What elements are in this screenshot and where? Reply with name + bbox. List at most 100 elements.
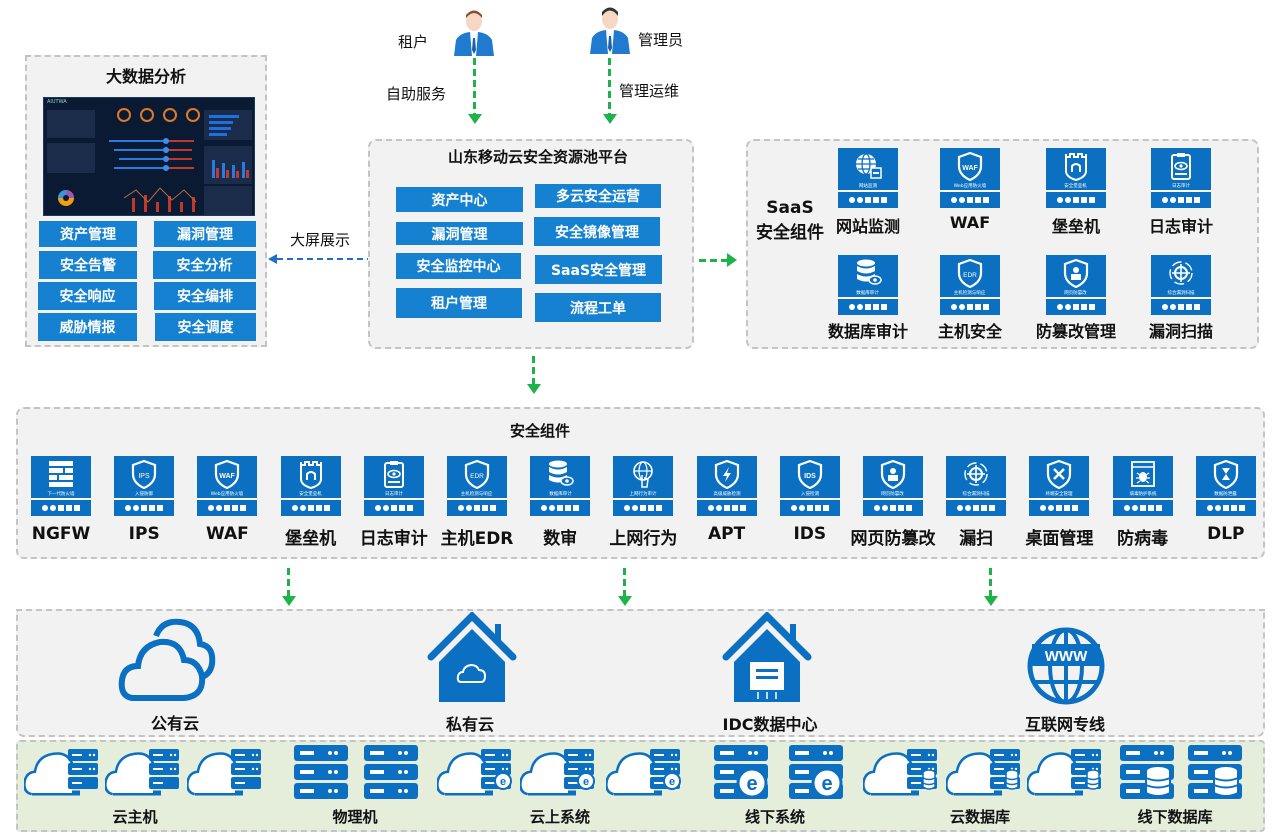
asset-label-cloud-host: 云主机 xyxy=(112,808,158,826)
big-screen-arrow-head xyxy=(268,254,277,264)
saas-tile-2[interactable]: 安全堡垒机 xyxy=(1046,148,1106,208)
cloud-database-icon xyxy=(945,743,1026,805)
saas-item-label: 主机安全 xyxy=(937,322,1002,341)
component-label: 主机EDR xyxy=(440,529,514,549)
tamper-shield-icon xyxy=(880,459,906,489)
comp-tile-14[interactable]: 数据防泄露 xyxy=(1195,456,1256,516)
comp-tile-9[interactable]: IDS 入侵检测 xyxy=(779,456,840,516)
comp-tile-top: 日志审计 xyxy=(364,456,424,498)
asset-label-physical: 物理机 xyxy=(332,808,378,826)
tile-indicator-dots xyxy=(863,502,923,514)
comp-tile-13[interactable]: 病毒防护系统 xyxy=(1112,456,1173,516)
saas-tile-1[interactable]: WAF Web应用防火墙 xyxy=(940,148,1000,208)
comp-tile-4[interactable]: 日志审计 xyxy=(363,456,424,516)
tile-separator xyxy=(696,498,757,500)
saas-tile-5[interactable]: EDR 主机检测与响应 xyxy=(940,255,1000,315)
tile-separator xyxy=(1151,190,1211,192)
comp-tile-1[interactable]: IPS 入侵防御 xyxy=(114,456,175,516)
comp-tile-top: 安全堡垒机 xyxy=(281,456,341,498)
comp-tile-12[interactable]: 终端安全管理 xyxy=(1029,456,1090,516)
platform-to-components-arrow-line xyxy=(532,356,535,384)
saas-tile-subtitle: 日志审计 xyxy=(1171,183,1190,189)
comp-tile-6[interactable]: 数据库审计 xyxy=(530,456,591,516)
tile-indicator-dots xyxy=(697,502,757,514)
comp-tile-0[interactable]: 下一代防火墙 xyxy=(31,456,91,516)
tile-indicator-dots xyxy=(838,194,898,206)
bd-btn-vuln[interactable]: 漏洞管理 xyxy=(154,221,256,247)
svg-text:IDS: IDS xyxy=(804,473,816,480)
waf-shield-icon: WAF xyxy=(215,459,240,489)
tile-indicator-dots xyxy=(447,502,507,514)
saas-item-label: 防篡改管理 xyxy=(1035,322,1116,341)
platform-btn-image[interactable]: 安全镜像管理 xyxy=(534,217,660,246)
comp-tile-top: 网页防篡改 xyxy=(863,456,923,498)
comp-tile-top: IDS 入侵检测 xyxy=(780,456,840,498)
environments-panel xyxy=(16,609,1265,737)
saas-tile-0[interactable]: 网站监测 xyxy=(838,148,898,208)
physical-server-icon xyxy=(362,743,420,805)
comp-tile-top: 数据库审计 xyxy=(530,456,590,498)
platform-btn-workflow[interactable]: 流程工单 xyxy=(535,293,661,322)
saas-tile-6[interactable]: 网页防篡改 xyxy=(1046,255,1106,315)
tile-separator xyxy=(613,498,674,500)
comp-tile-7[interactable]: 上网行为审计 xyxy=(613,456,674,516)
svg-text:e: e xyxy=(500,776,506,788)
saas-tile-subtitle: 数据库审计 xyxy=(856,290,880,296)
cloud-system-icon: e xyxy=(519,743,600,805)
platform-btn-tenant[interactable]: 租户管理 xyxy=(396,288,522,318)
platform-btn-vuln[interactable]: 漏洞管理 xyxy=(396,222,523,245)
comp-tile-11[interactable]: 综合漏洞扫描 xyxy=(946,456,1007,516)
bd-btn-intel[interactable]: 威胁情报 xyxy=(38,313,137,341)
saas-item-label: 漏洞扫描 xyxy=(1148,322,1213,341)
bd-btn-alert[interactable]: 安全告警 xyxy=(39,251,137,279)
platform-btn-asset-center[interactable]: 资产中心 xyxy=(396,187,523,212)
saas-tile-3[interactable]: 日志审计 xyxy=(1151,148,1211,208)
svg-text:e: e xyxy=(746,773,757,795)
bd-btn-analysis[interactable]: 安全分析 xyxy=(153,251,256,279)
admin-arrow-head xyxy=(603,114,617,124)
tile-separator xyxy=(530,498,591,500)
comp-tile-subtitle: 日志审计 xyxy=(384,491,403,497)
bd-btn-dispatch[interactable]: 安全调度 xyxy=(155,313,256,341)
platform-btn-multicloud[interactable]: 多云安全运营 xyxy=(535,184,661,208)
component-label: 防病毒 xyxy=(1117,529,1169,549)
saas-title-line2: 安全组件 xyxy=(756,223,824,243)
saas-tile-top: 数据库审计 xyxy=(838,255,898,297)
bd-btn-response[interactable]: 安全响应 xyxy=(38,282,137,310)
svg-text:e: e xyxy=(583,776,589,788)
bd-btn-asset[interactable]: 资产管理 xyxy=(39,221,137,247)
platform-btn-saas[interactable]: SaaS安全管理 xyxy=(535,255,662,284)
svg-text:e: e xyxy=(821,773,832,795)
comp-tile-top: 终端安全管理 xyxy=(1029,456,1089,498)
env-label-internet: 互联网专线 xyxy=(1024,715,1105,734)
comp-tile-8[interactable]: 高级威胁检测 xyxy=(696,456,757,516)
tile-separator xyxy=(447,498,507,500)
saas-tile-subtitle: 安全堡垒机 xyxy=(1064,183,1088,189)
comp-tile-2[interactable]: WAF Web应用防火墙 xyxy=(197,456,258,516)
comp-tile-5[interactable]: EDR 主机检测与响应 xyxy=(447,456,507,516)
comp-tile-subtitle: 高级威胁检测 xyxy=(713,491,741,497)
saas-tile-top: 综合漏洞扫描 xyxy=(1151,255,1211,297)
globe-hand-icon xyxy=(633,461,654,488)
tile-indicator-dots xyxy=(1029,502,1089,514)
saas-tile-7[interactable]: 综合漏洞扫描 xyxy=(1151,255,1211,315)
bastion-tower-icon xyxy=(1065,153,1087,181)
comp-tile-subtitle: 入侵检测 xyxy=(800,491,819,497)
platform-to-saas-arrow-line xyxy=(699,259,727,262)
tile-separator xyxy=(1046,190,1106,192)
tile-separator xyxy=(1046,297,1106,299)
ips-shield-icon: IPS xyxy=(132,459,157,489)
comp-tile-subtitle: 主机检测与响应 xyxy=(461,491,493,497)
comp-tile-10[interactable]: 网页防篡改 xyxy=(863,456,923,516)
bug-window-icon xyxy=(1130,461,1155,487)
bd-btn-orchestrate[interactable]: 安全编排 xyxy=(154,282,256,310)
offline-system-icon: e xyxy=(787,743,845,805)
comp-tile-3[interactable]: 安全堡垒机 xyxy=(280,456,341,516)
comp-to-env-arrow-line-2 xyxy=(623,568,626,596)
comp-tile-subtitle: 综合漏洞扫描 xyxy=(962,491,990,497)
saas-item-label: 数据库审计 xyxy=(827,322,908,341)
saas-tile-4[interactable]: 数据库审计 xyxy=(838,255,898,315)
components-title: 安全组件 xyxy=(509,422,570,440)
platform-btn-monitor[interactable]: 安全监控中心 xyxy=(396,253,521,279)
saas-item-label: 网站监测 xyxy=(835,217,900,236)
